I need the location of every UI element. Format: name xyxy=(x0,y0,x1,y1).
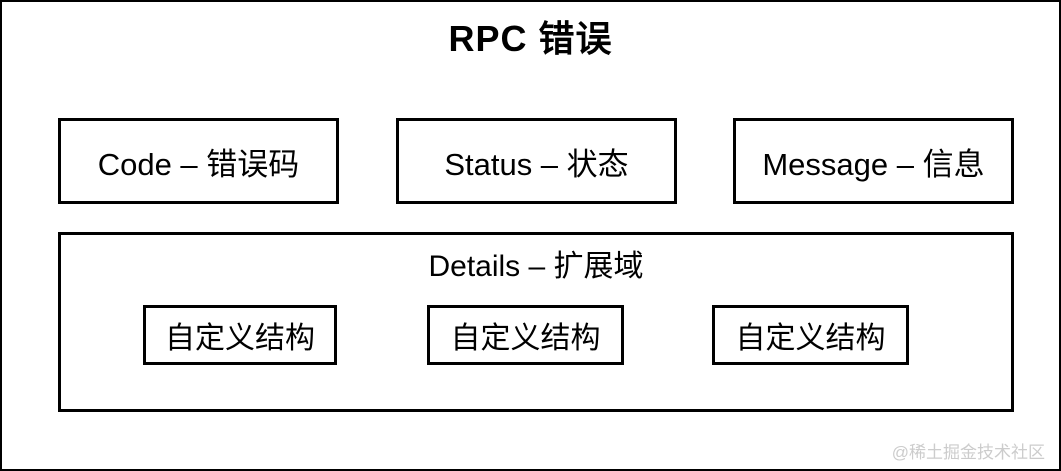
status-box: Status – 状态 xyxy=(396,118,677,204)
details-box-label: Details – 扩展域 xyxy=(428,250,644,283)
diagram-title: RPC 错误 xyxy=(448,18,613,59)
custom-struct-box-3: 自定义结构 xyxy=(712,305,909,365)
message-box-label: Message – 信息 xyxy=(762,146,985,182)
custom-struct-box-3-label: 自定义结构 xyxy=(735,322,886,355)
custom-struct-box-1-label: 自定义结构 xyxy=(165,322,315,355)
custom-struct-box-1: 自定义结构 xyxy=(143,305,337,365)
message-box: Message – 信息 xyxy=(733,118,1014,204)
code-box-label: Code – 错误码 xyxy=(97,146,300,182)
details-box: Details – 扩展域 自定义结构 自定义结构 自定义结构 xyxy=(58,232,1014,412)
custom-struct-box-2-label: 自定义结构 xyxy=(450,322,601,355)
custom-struct-box-2: 自定义结构 xyxy=(427,305,624,365)
code-box: Code – 错误码 xyxy=(58,118,339,204)
watermark: @稀土掘金技术社区 xyxy=(891,443,1045,462)
status-box-label: Status – 状态 xyxy=(444,146,629,182)
